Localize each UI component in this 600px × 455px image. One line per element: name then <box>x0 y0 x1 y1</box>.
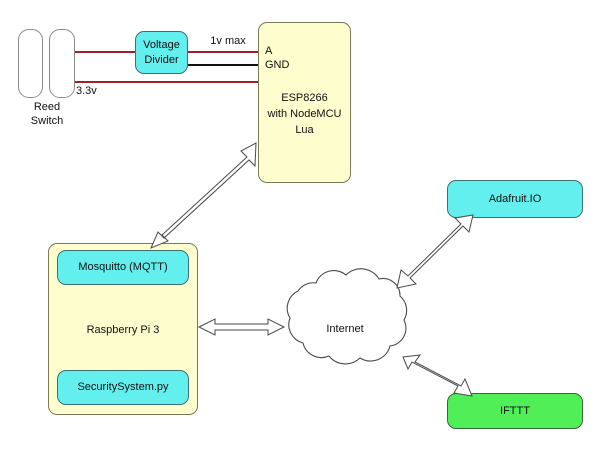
arrow-esp-to-mosquitto <box>150 142 257 249</box>
reed-switch-contact-left <box>18 29 43 98</box>
arrow-internet-to-ifttt <box>402 354 473 397</box>
voltage-divider-box[interactable]: Voltage Divider <box>135 31 188 74</box>
wire-divider-to-esp-gnd <box>187 64 259 66</box>
wire-reed-to-esp-3v3 <box>74 81 259 83</box>
ifttt-box[interactable]: IFTTT <box>447 393 583 429</box>
arrow-internet-to-adafruit <box>396 214 474 289</box>
esp8266-box[interactable]: ESP8266 with NodeMCU Lua <box>258 22 351 183</box>
adafruit-io-box[interactable]: Adafruit.IO <box>447 180 583 218</box>
label-1v-max: 1v max <box>210 35 246 47</box>
reed-switch-contact-right <box>49 29 75 98</box>
internet-cloud <box>286 268 408 365</box>
reed-switch-label: Reed Switch <box>30 101 64 128</box>
esp8266-label: ESP8266 with NodeMCU Lua <box>267 92 342 136</box>
internet-label: Internet <box>326 323 364 335</box>
esp8266-pin-gnd-label: GND <box>265 59 290 71</box>
esp8266-pin-a-label: A <box>265 45 273 57</box>
wire-divider-to-esp-analog <box>187 51 259 53</box>
wire-reed-to-divider <box>74 51 136 53</box>
mosquitto-box[interactable]: Mosquitto (MQTT) <box>57 250 189 285</box>
security-system-box[interactable]: SecuritySystem.py <box>57 370 189 405</box>
label-3v3: 3.3v <box>76 85 97 97</box>
raspberry-pi-label: Raspberry Pi 3 <box>86 324 160 336</box>
arrow-pi-to-internet <box>197 318 286 336</box>
